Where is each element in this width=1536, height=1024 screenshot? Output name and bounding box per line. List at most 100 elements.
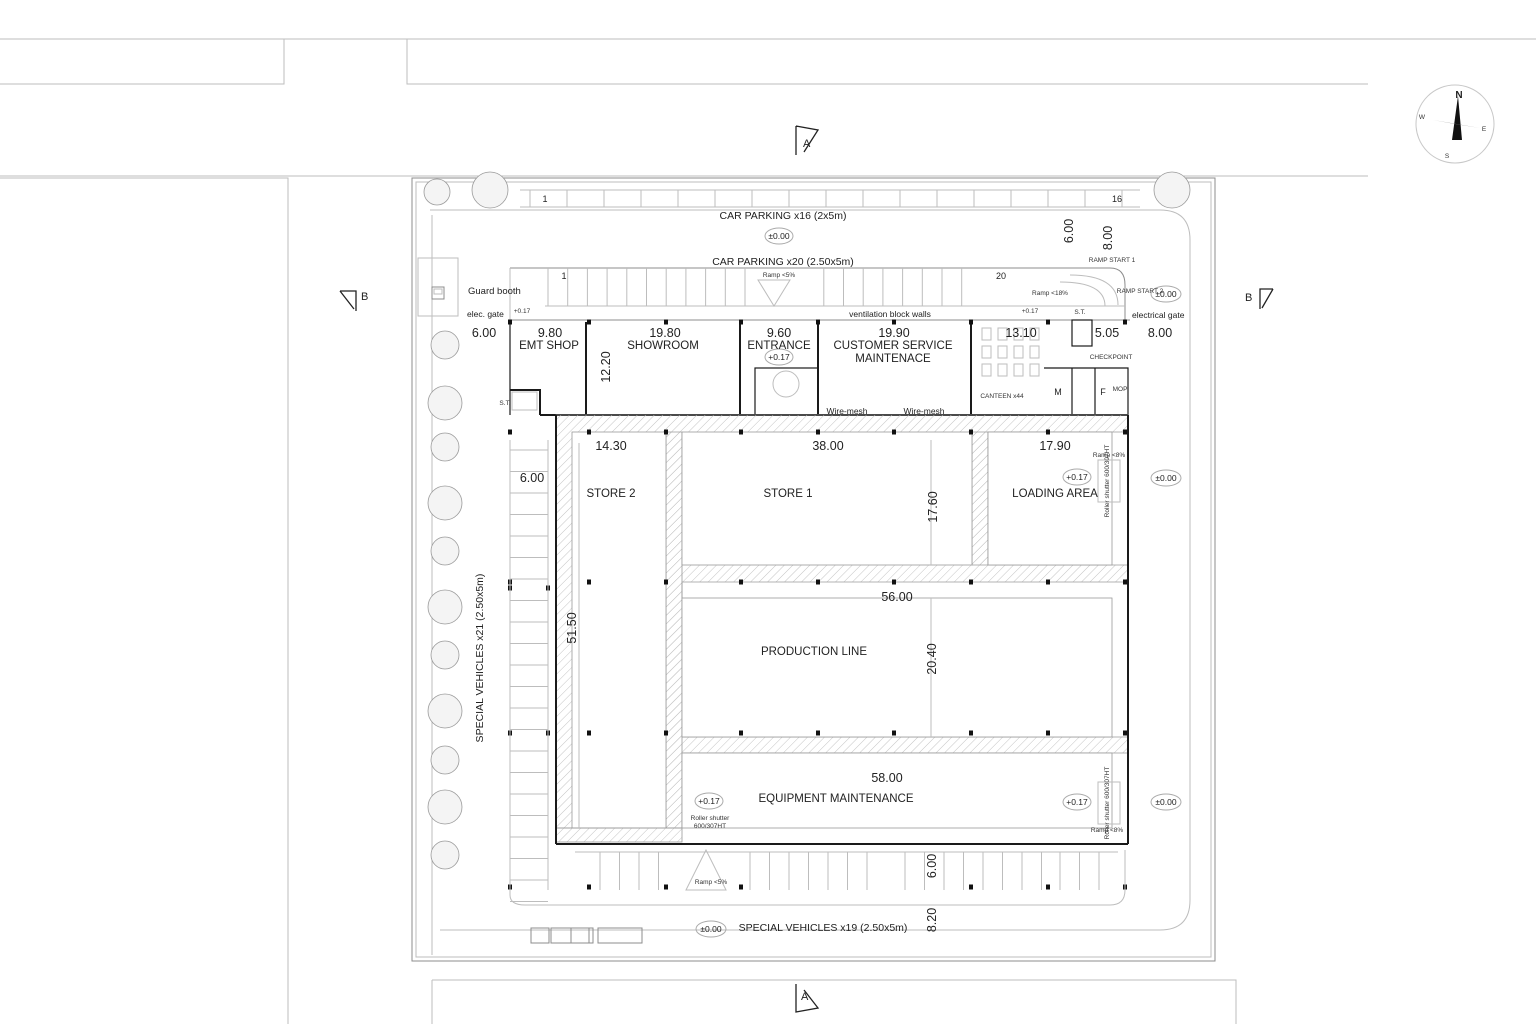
top-parking-first: 1: [542, 194, 547, 204]
ramp-equipment-note: Ramp <8%: [1091, 827, 1124, 834]
structural-column: [739, 429, 743, 435]
dim-emt-width: 9.80: [538, 326, 562, 340]
structural-column: [508, 429, 512, 435]
canteen-table: [997, 327, 1008, 341]
structural-column: [1123, 730, 1127, 736]
structural-column: [587, 884, 591, 890]
tree-icon: [430, 536, 460, 566]
top-parking-last: 16: [1112, 194, 1122, 204]
structural-column: [816, 319, 820, 325]
structural-column: [1046, 730, 1050, 736]
structural-column: [739, 579, 743, 585]
canteen-table: [1029, 363, 1040, 377]
room-store-1: STORE 1: [764, 488, 813, 500]
left-parking-label: SPECIAL VEHICLES x21 (2.50x5m): [474, 574, 486, 743]
level-entrance: +0.17: [768, 352, 790, 362]
canteen-table: [1029, 327, 1040, 341]
guard-booth-label: Guard booth: [468, 286, 521, 297]
room-equipment-maintenance: EQUIPMENT MAINTENANCE: [758, 793, 913, 805]
structural-column: [664, 884, 668, 890]
room-customer-service: CUSTOMER SERVICE: [833, 340, 952, 352]
top-parking-label: CAR PARKING x16 (2x5m): [720, 210, 847, 222]
dim-loading-width: 17.90: [1039, 439, 1070, 453]
elec-gate-left: elec. gate: [467, 309, 504, 319]
second-parking-last: 20: [996, 271, 1006, 281]
canteen-table: [981, 327, 992, 341]
structural-column: [816, 429, 820, 435]
wire-mesh-1: Wire-mesh: [826, 406, 867, 416]
roller-shutter-right-bottom: Roller shutter 600/307HT: [1104, 767, 1111, 840]
roller-shutter-right-top: Roller shutter 600/307HT: [1104, 445, 1111, 518]
tree-icon: [427, 589, 463, 625]
structural-column: [664, 579, 668, 585]
site-boundary: [411, 177, 1216, 962]
dim-entrance-width: 9.60: [767, 326, 791, 340]
ramp-curve: [1069, 274, 1119, 306]
canteen-table: [997, 363, 1008, 377]
tree-icon: [427, 693, 463, 729]
canteen-table: [981, 363, 992, 377]
section-marker-right: B: [1245, 288, 1274, 309]
structural-column: [969, 319, 973, 325]
structural-column: [892, 730, 896, 736]
structural-column: [816, 730, 820, 736]
small-level-1: +0.17: [514, 308, 531, 315]
canteen-table: [1013, 327, 1024, 341]
structural-column: [587, 319, 591, 325]
structural-column: [969, 730, 973, 736]
electrical-gate-right: electrical gate: [1132, 310, 1185, 320]
second-parking-row: [509, 267, 1126, 320]
structural-column: [969, 884, 973, 890]
dim-left-setback: 6.00: [472, 326, 496, 340]
level-markers: ±0.00 ±0.00 ±0.00 ±0.00 ±0.00 +0.17 +0.1…: [694, 227, 1182, 938]
section-marker-top: A: [795, 125, 820, 155]
structural-column: [739, 884, 743, 890]
tree-icon: [430, 432, 460, 462]
level-bottom: ±0.00: [700, 924, 721, 934]
ventilation-note: ventilation block walls: [849, 309, 931, 319]
level-right-mid: ±0.00: [1155, 473, 1176, 483]
south-letter: S: [1445, 153, 1450, 160]
canteen-note: CANTEEN x44: [980, 393, 1024, 400]
ramp-top-arrow: [757, 279, 791, 307]
ramp-18-note: Ramp <18%: [1032, 290, 1068, 297]
tree-icons-top: [423, 171, 1191, 209]
second-parking-label: CAR PARKING x20 (2.50x5m): [712, 256, 854, 268]
factory-floor: [555, 414, 1129, 845]
room-showroom: SHOWROOM: [627, 340, 699, 352]
structural-column: [587, 429, 591, 435]
tree-icon: [430, 745, 460, 775]
room-emt-shop: EMT SHOP: [519, 340, 579, 352]
ramp-start-2: RAMP START 2: [1117, 288, 1164, 295]
dim-toilet-width: 5.05: [1095, 326, 1119, 340]
structural-column: [1046, 579, 1050, 585]
dim-store-depth: 17.60: [926, 491, 940, 522]
dim-customer-width: 19.90: [878, 326, 909, 340]
canteen-table: [1013, 363, 1024, 377]
structural-column: [664, 319, 668, 325]
bottom-special-parking: [509, 850, 1126, 906]
dim-production-width: 56.00: [881, 590, 912, 604]
canteen-table: [981, 345, 992, 359]
toilet-m: M: [1054, 387, 1062, 397]
structural-column: [664, 429, 668, 435]
north-arrow-icon: N S E W: [1415, 84, 1495, 164]
dim-bottom-setback: 8.20: [925, 908, 939, 932]
room-loading-area: LOADING AREA: [1012, 488, 1098, 500]
dim-left-parking-depth: 6.00: [520, 471, 544, 485]
dim-bottom-parking-depth: 6.00: [925, 854, 939, 878]
structural-column: [1046, 429, 1050, 435]
level-equipment-left: +0.17: [698, 796, 720, 806]
st-left-note: S.T.: [499, 400, 510, 407]
wire-mesh-2: Wire-mesh: [903, 406, 944, 416]
dim-top-setback-a: 6.00: [1062, 219, 1076, 243]
room-production-line: PRODUCTION LINE: [761, 646, 867, 658]
structural-column: [1046, 884, 1050, 890]
tree-icons-left: [427, 330, 463, 870]
level-right-entry: ±0.00: [1155, 289, 1176, 299]
room-customer-service-line2: MAINTENACE: [855, 353, 931, 365]
structural-column: [1123, 579, 1127, 585]
dim-right-setback: 8.00: [1148, 326, 1172, 340]
left-special-parking: [509, 440, 549, 902]
